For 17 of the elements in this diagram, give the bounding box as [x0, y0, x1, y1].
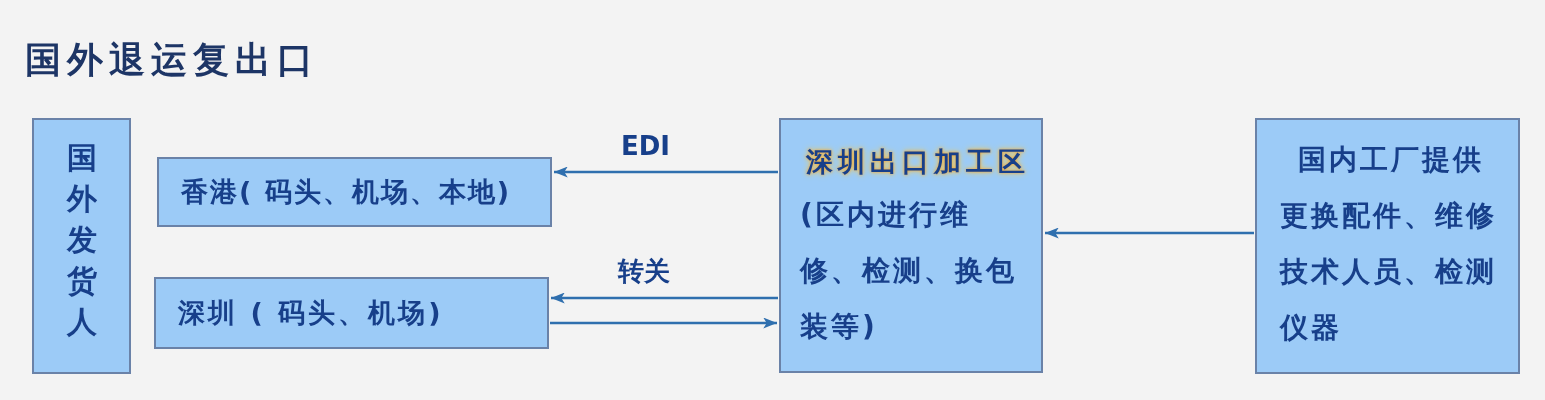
- box-text: (区内进行维修、检测、换包装等): [800, 197, 1018, 345]
- process-box: [32, 118, 131, 374]
- arrow: [550, 317, 777, 329]
- process-box: [779, 118, 1043, 373]
- process-box: [154, 277, 549, 349]
- box-text: 香港( 码头、机场、本地): [181, 175, 513, 209]
- box-heading: 深圳出口加工区: [806, 145, 1031, 179]
- process-box: [157, 157, 552, 227]
- box-text: 深圳 ( 码头、机场): [178, 296, 445, 330]
- title: 国外退运复出口: [25, 38, 319, 82]
- arrow: [1045, 227, 1254, 239]
- arrow: [554, 166, 778, 178]
- process-box: [1255, 118, 1520, 374]
- box-text: 国内工厂提供更换配件、维修技术人员、检测仪器: [1280, 142, 1498, 346]
- box-text: 国外发货人: [67, 139, 98, 341]
- edge-label: 转关: [615, 255, 673, 287]
- arrow: [551, 292, 778, 304]
